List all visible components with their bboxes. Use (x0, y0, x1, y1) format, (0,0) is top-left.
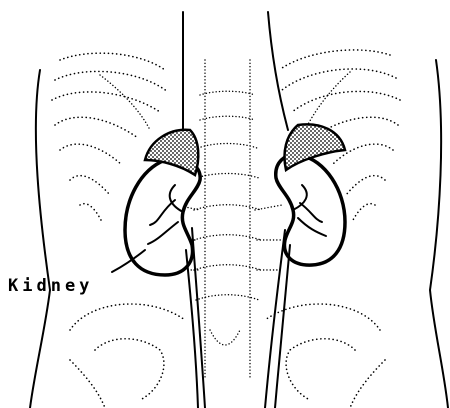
spine (175, 60, 282, 380)
pelvis (70, 304, 385, 408)
kidney-label: Kidney (8, 276, 93, 296)
kidney-left (125, 130, 200, 275)
kidney-right (276, 124, 345, 265)
ureters (183, 12, 290, 408)
rib-cage (52, 50, 400, 222)
torso-outline (30, 60, 448, 408)
